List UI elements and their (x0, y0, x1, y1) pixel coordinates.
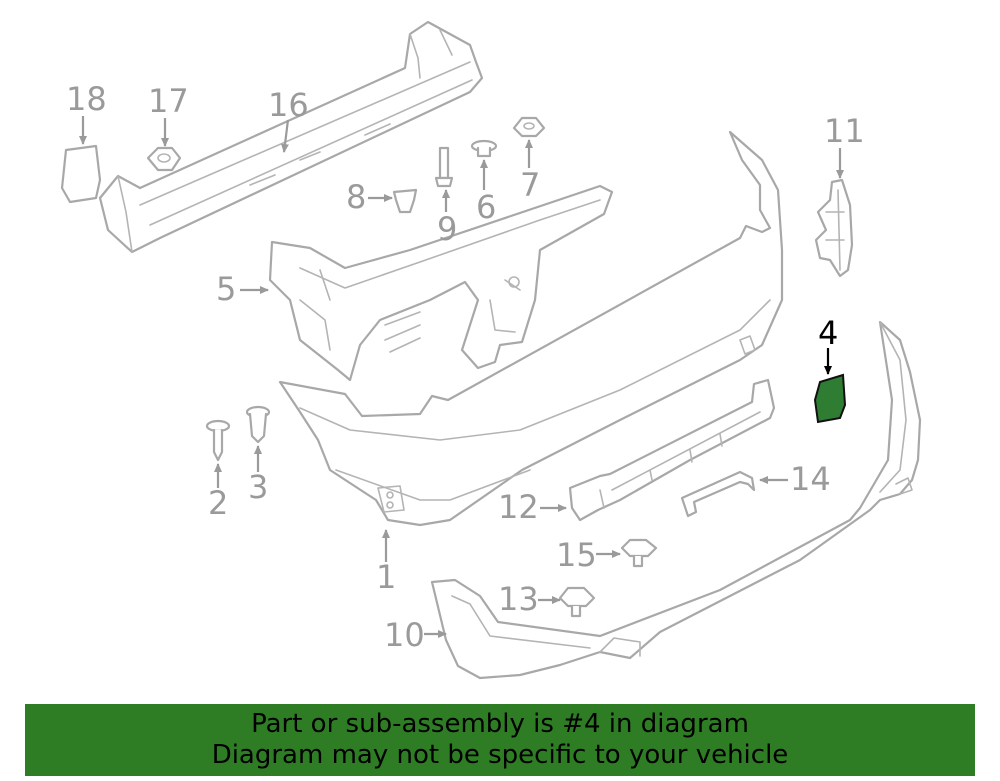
callout-18: 18 (66, 80, 107, 118)
callout-12: 12 (498, 488, 539, 526)
callout-13: 13 (498, 580, 539, 618)
callout-2: 2 (208, 484, 228, 522)
callout-8: 8 (346, 178, 366, 216)
part-14-wire-bracket (680, 470, 756, 518)
callout-11: 11 (824, 112, 865, 150)
banner-line-1: Part or sub-assembly is #4 in diagram (251, 709, 749, 739)
part-11-side-bracket (814, 178, 854, 278)
part-4-highlighted (813, 373, 847, 424)
part-3-push-pin (245, 405, 271, 444)
part-10-lower-valance (430, 320, 922, 680)
part-1-bumper-cover (278, 130, 784, 527)
banner-line-2: Diagram may not be specific to your vehi… (211, 740, 789, 770)
callout-17: 17 (148, 82, 189, 120)
part-18-plate (60, 144, 102, 204)
callout-10: 10 (384, 616, 425, 654)
part-12-bracket-strip (568, 378, 776, 522)
parts-diagram: 18 17 16 11 7 6 9 8 5 4 2 3 1 12 14 15 1… (60, 20, 922, 680)
callout-15: 15 (556, 536, 597, 574)
callout-6: 6 (476, 188, 496, 226)
part-13-clip (558, 586, 596, 618)
callout-14: 14 (790, 460, 831, 498)
callout-3: 3 (248, 468, 268, 506)
callout-16: 16 (268, 86, 309, 124)
callout-7: 7 (520, 166, 540, 204)
part-9-bolt (434, 146, 454, 188)
part-7-nut (512, 116, 546, 138)
part-8-clip (392, 188, 418, 214)
callout-4: 4 (818, 314, 838, 352)
callout-9: 9 (437, 210, 457, 248)
callout-1: 1 (376, 558, 396, 596)
part-2-screw (205, 419, 231, 462)
callout-5: 5 (216, 270, 236, 308)
part-6-clip (470, 139, 498, 158)
callout-arrows (79, 116, 844, 638)
info-banner: Part or sub-assembly is #4 in diagram Di… (25, 704, 975, 776)
part-5-bracket (268, 184, 614, 382)
part-17-nut (146, 146, 182, 172)
part-15-clip (620, 538, 658, 568)
part-16-reinforcement-beam (98, 20, 484, 254)
